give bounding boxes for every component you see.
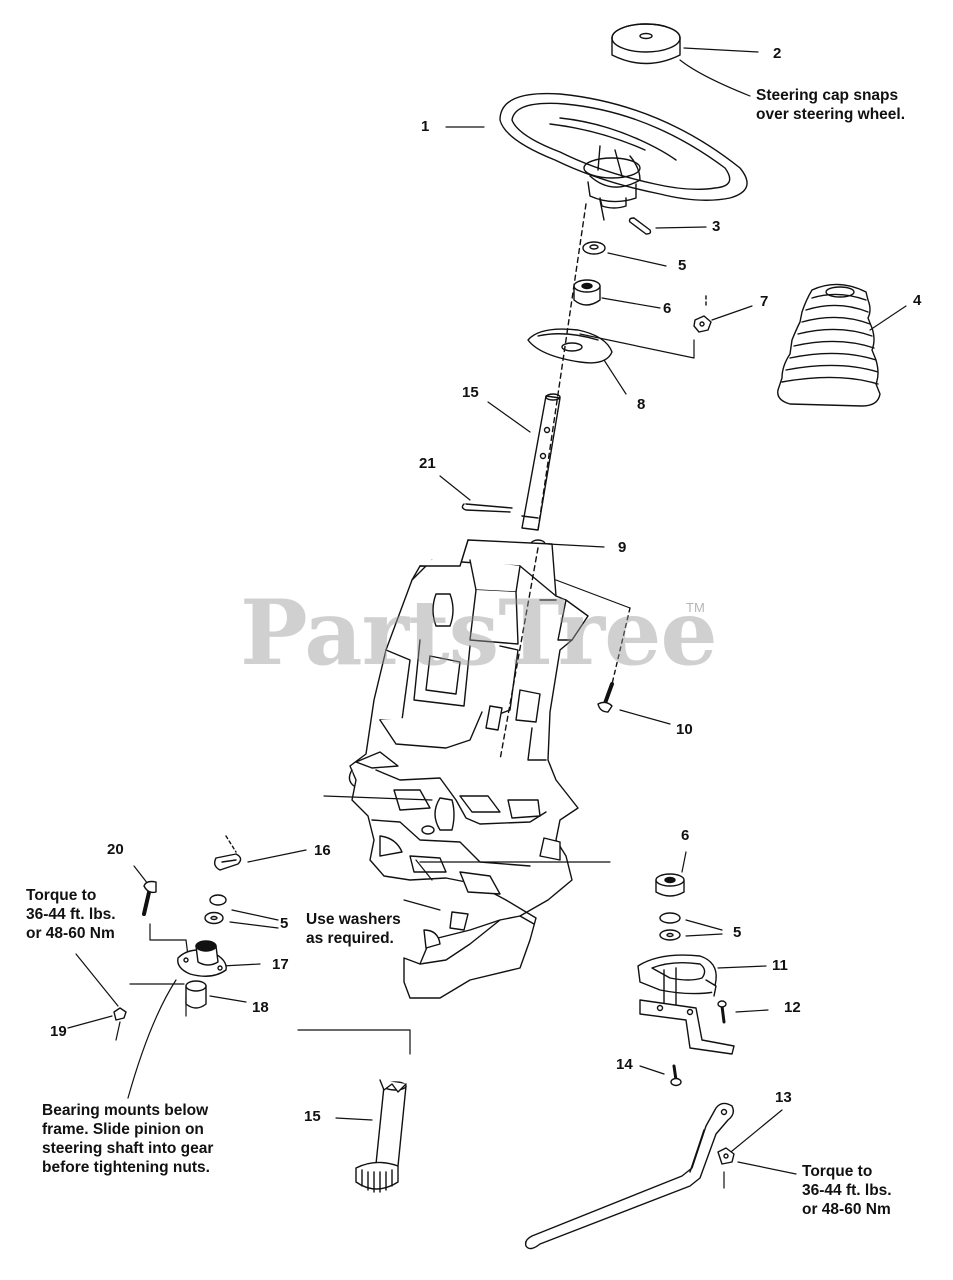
note-torque-left: Torque to 36-44 ft. lbs. or 48-60 Nm [26, 887, 116, 942]
callout-19: 19 [50, 1023, 67, 1040]
callout-20: 20 [107, 841, 124, 858]
nut-part [573, 279, 601, 306]
washer-part [582, 241, 606, 255]
callout-6-top: 6 [663, 300, 672, 317]
bearing-flange-part [177, 940, 227, 977]
callout-13: 13 [775, 1089, 792, 1106]
callout-8: 8 [637, 396, 646, 413]
callout-10: 10 [676, 721, 693, 738]
callout-5-top: 5 [678, 257, 687, 274]
callout-17: 17 [272, 956, 289, 973]
washer-left-part [204, 894, 227, 925]
callout-12: 12 [784, 999, 801, 1016]
callout-4: 4 [913, 292, 922, 309]
cotter-pin-part [461, 503, 513, 513]
bushing-part [185, 980, 207, 1009]
shaft-center-line [537, 203, 587, 531]
note-steering-cap: Steering cap snaps over steering wheel. [756, 87, 906, 123]
callout-3: 3 [712, 218, 721, 235]
nut-right-part [655, 873, 685, 897]
steering-wheel-part [499, 92, 748, 209]
callout-18: 18 [252, 999, 269, 1016]
callout-5-right: 5 [733, 924, 742, 941]
small-bolt-part [717, 1000, 727, 1024]
roll-pin-part [628, 217, 652, 235]
callout-2: 2 [773, 45, 782, 62]
note-torque-right: Torque to 36-44 ft. lbs. or 48-60 Nm [802, 1163, 892, 1218]
callout-15-bottom: 15 [304, 1108, 321, 1125]
callout-9: 9 [618, 539, 627, 556]
washer-right-part [659, 912, 681, 941]
steering-shaft-lower-part [355, 1079, 407, 1193]
note-bearing: Bearing mounts below frame. Slide pinion… [42, 1102, 214, 1176]
partstree-watermark: PartsTree [240, 580, 718, 686]
leader-lines [67, 47, 907, 1189]
steering-gear-part [637, 954, 735, 1055]
small-nut-part [693, 295, 712, 333]
drag-link-part [524, 1102, 735, 1250]
note-washers: Use washers as required. [306, 911, 401, 947]
nut-left-part [113, 1007, 127, 1021]
steering-boot-part [777, 283, 881, 407]
frame-washer-detail [421, 825, 435, 835]
steering-support-frame [348, 539, 589, 999]
callout-15-top: 15 [462, 384, 479, 401]
callout-11: 11 [772, 957, 788, 974]
callout-1: 1 [421, 118, 430, 135]
callout-5-left: 5 [280, 915, 289, 932]
bolt-part [597, 607, 631, 713]
callout-16: 16 [314, 842, 331, 859]
trademark-mark: TM [686, 600, 705, 615]
callout-7: 7 [760, 293, 769, 310]
callout-6-right: 6 [681, 827, 690, 844]
steering-cap-part [611, 23, 681, 65]
callout-21: 21 [419, 455, 436, 472]
clip-part [213, 835, 242, 871]
bolt-bottom-part [670, 1064, 682, 1087]
drag-link-nut-part [717, 1147, 735, 1165]
callout-14: 14 [616, 1056, 633, 1073]
escutcheon-part [527, 328, 613, 364]
bolt-left-part [142, 880, 157, 916]
